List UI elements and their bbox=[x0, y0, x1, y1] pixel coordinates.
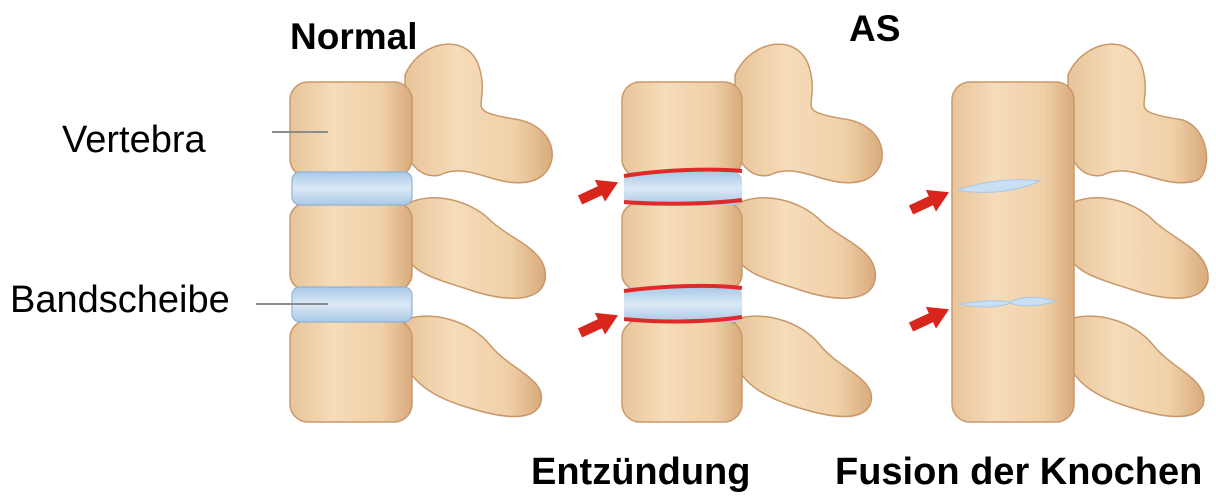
intervertebral-disc bbox=[292, 172, 412, 205]
inflamed-spine bbox=[622, 44, 882, 422]
vertebra-body bbox=[290, 320, 412, 422]
spinous-processes bbox=[735, 44, 882, 416]
vertebra-body bbox=[622, 203, 742, 290]
red-arrow-icon bbox=[906, 181, 954, 221]
red-arrow-icon bbox=[575, 171, 623, 211]
inflamed-disc bbox=[624, 170, 742, 205]
vertebra-body bbox=[290, 82, 412, 177]
inflamed-disc bbox=[624, 286, 742, 322]
fused-spine bbox=[952, 44, 1208, 422]
spinous-processes bbox=[405, 44, 552, 416]
spinous-processes bbox=[1068, 44, 1208, 416]
vertebra-body bbox=[290, 203, 412, 290]
red-arrow-icon bbox=[575, 304, 623, 344]
vertebra-body bbox=[622, 320, 742, 422]
normal-spine bbox=[290, 44, 552, 422]
vertebra-body bbox=[622, 82, 742, 177]
red-arrow-icon bbox=[906, 298, 954, 338]
fused-vertebral-column bbox=[952, 82, 1074, 422]
